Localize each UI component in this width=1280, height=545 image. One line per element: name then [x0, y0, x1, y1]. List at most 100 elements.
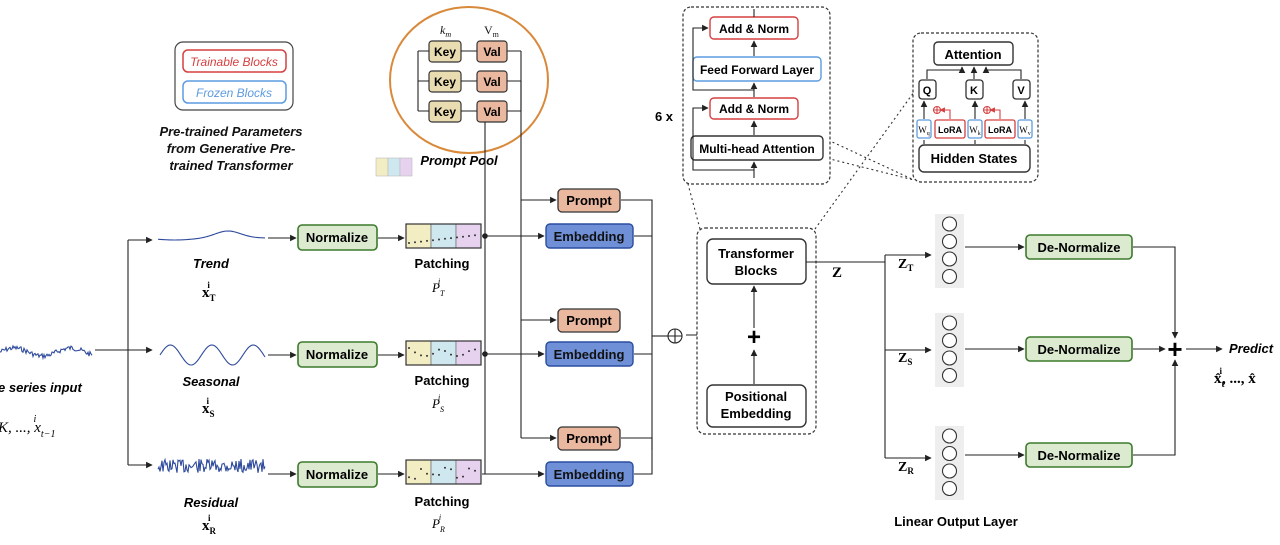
prompt-pool-row-3: Key Val [428, 100, 508, 123]
feed-forward-label: Feed Forward Layer [700, 63, 814, 77]
neuron-node [941, 332, 958, 349]
component-trend: Trend xTi [193, 256, 230, 303]
prompt-block-3: Prompt [557, 426, 621, 451]
input-label: e series input [0, 380, 82, 395]
embedding-label: Embedding [554, 467, 625, 482]
add-norm-top-label: Add & Norm [719, 22, 789, 36]
seasonal-waveform [159, 344, 266, 366]
attention-label: Attention [944, 47, 1001, 62]
neuron-node [941, 367, 958, 384]
embedding-label: Embedding [554, 347, 625, 362]
normalize-block-residual: Normalize [297, 461, 378, 488]
transformer-plus: + [747, 324, 761, 351]
z-output-routing: Z ZT ZS ZR [806, 251, 932, 476]
routing-lines [482, 81, 747, 478]
lora-label-q: LoRA [938, 125, 962, 135]
add-norm-bottom-label: Add & Norm [719, 102, 789, 116]
seasonal-var: xSi [202, 396, 215, 419]
val-label: Val [483, 75, 500, 89]
legend-caption-line-3: trained Transformer [169, 158, 293, 173]
patching-label-residual: Patching [415, 494, 470, 509]
key-label: Key [434, 45, 456, 59]
trainable-swatch [182, 49, 287, 73]
multi-head-attention-label: Multi-head Attention [699, 142, 815, 156]
neuron-node [941, 251, 958, 267]
normalize-label: Normalize [306, 347, 368, 362]
neuron-column [935, 214, 964, 288]
output-plus: + [1167, 334, 1182, 364]
denormalize-block-s: De-Normalize [1025, 336, 1133, 362]
neuron-node [941, 463, 958, 479]
neuron-column [935, 426, 964, 500]
trend-label: Trend [193, 256, 230, 271]
denormalize-label: De-Normalize [1037, 342, 1120, 357]
lora-label-k: LoRA [988, 125, 1012, 135]
prompt-pool: km Vm Key Val Key Val Key Val Prompt Poo… [389, 6, 549, 168]
transformer-section: Transformer Blocks + Positional Embeddin… [696, 227, 817, 435]
residual-label: Residual [184, 495, 239, 510]
legend-trainable-label: Trainable Blocks [190, 55, 278, 69]
hidden-states-block [918, 144, 1031, 173]
decomposition-branches [95, 236, 153, 469]
neuron-column [935, 313, 964, 387]
attention-detail: Attention Q K V Wq LoRA Wk LoRA Wv Hidde… [912, 32, 1039, 183]
lora-red-paths [932, 105, 1001, 119]
patch-symbol-residual: PRi [431, 513, 445, 534]
val-header: Vm [484, 23, 500, 39]
input-formula: K, ..., xt−1i [0, 414, 55, 440]
patching-block-residual [405, 459, 482, 485]
key-label: Key [434, 75, 456, 89]
wave-to-normalize-arrows [268, 234, 405, 478]
seasonal-label: Seasonal [182, 374, 239, 389]
neuron-node [941, 480, 958, 497]
neuron-node [941, 445, 958, 462]
k-label: K [970, 85, 978, 97]
denormalize-label: De-Normalize [1037, 240, 1120, 255]
positional-line-1: Positional [725, 389, 787, 404]
embedding-label: Embedding [554, 229, 625, 244]
neuron-node [941, 268, 958, 285]
neuron-node [941, 233, 958, 250]
normalize-block-trend: Normalize [297, 224, 378, 251]
embedding-block-seasonal: Embedding [545, 341, 634, 367]
legend-caption-line-2: from Generative Pre- [167, 141, 296, 156]
hidden-states-label: Hidden States [931, 151, 1018, 166]
z-r: ZR [898, 460, 914, 476]
residual-var: xRi [202, 513, 217, 536]
wv-block [1017, 119, 1033, 139]
prompt-block-1: Prompt [557, 188, 621, 213]
patch-symbol-seasonal: PSi [431, 393, 444, 414]
normalize-label: Normalize [306, 230, 368, 245]
q-label: Q [923, 85, 932, 97]
patching-label-seasonal: Patching [415, 373, 470, 388]
stack-repeat-label: 6 x [655, 109, 674, 124]
wq-block [916, 119, 932, 139]
q-block [918, 79, 937, 100]
embedding-block-trend: Embedding [545, 223, 634, 249]
wv-label: Wv [1019, 125, 1031, 137]
transformer-stack: 6 x Add & Norm Feed Forward Layer Add & … [655, 6, 831, 185]
component-residual: Residual xRi [184, 495, 239, 536]
key-header: km [440, 23, 451, 39]
oplus-cross [668, 329, 682, 343]
z-s: ZS [898, 351, 912, 367]
v-block [1012, 79, 1031, 100]
lora-block-k [984, 119, 1016, 139]
prompt-label: Prompt [566, 313, 612, 328]
positional-line-2: Embedding [721, 406, 792, 421]
trend-waveform [157, 230, 266, 241]
linear-output-neurons [935, 214, 964, 500]
predict-label: Predict [1229, 341, 1274, 356]
patch-symbol-trend: PTi [431, 277, 445, 298]
wq-label: Wq [918, 125, 930, 137]
prediction-formula: x̂ti, ..., x̂ [1214, 366, 1256, 389]
denormalize-block-r: De-Normalize [1025, 442, 1133, 468]
zoom-lines [687, 91, 915, 230]
legend-caption-line-1: Pre-trained Parameters [159, 124, 302, 139]
z-main: Z [832, 265, 842, 281]
z-t: ZT [898, 257, 913, 273]
trend-var: xTi [202, 280, 216, 303]
residual-waveform [157, 457, 266, 474]
